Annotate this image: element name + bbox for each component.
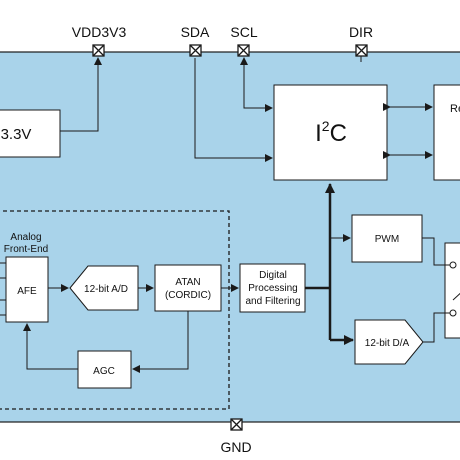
scl-line	[243, 58, 273, 112]
scl-arrowhead	[240, 57, 248, 65]
registers-block	[433, 84, 460, 181]
output-switch-block	[444, 242, 460, 339]
afe-input-lines	[0, 262, 6, 316]
gnd-pin-label: GND	[220, 439, 251, 455]
sda-pin-connector	[189, 44, 202, 57]
afe-group-title-line1: Analog	[10, 232, 41, 243]
atan-label-line2: (CORDIC)	[165, 290, 211, 301]
agc-block	[77, 350, 132, 389]
afe-group-title-line2: Front-End	[4, 244, 48, 255]
atan-to-agc-line	[132, 311, 189, 373]
dsp-label-line3: and Filtering	[245, 296, 300, 307]
gnd-pin-connector	[230, 418, 243, 431]
ldo-to-vdd-line	[60, 57, 102, 132]
ldo-block	[0, 109, 61, 158]
atan-block	[154, 264, 222, 312]
dsp-label-line2: Processing	[248, 283, 297, 294]
dac-label: 12-bit D/A	[365, 338, 410, 349]
i2c-label: I2C	[315, 118, 347, 147]
vdd-pin-connector	[92, 44, 105, 57]
adc-label: 12-bit A/D	[84, 284, 128, 295]
pwm-to-switch-line	[422, 237, 450, 266]
dir-pin-connector	[355, 44, 368, 57]
agc-to-afe-line	[23, 323, 78, 370]
ldo-label: 3.3V	[1, 126, 32, 143]
pwm-label: PWM	[375, 234, 399, 245]
agc-label: AGC	[93, 366, 115, 377]
scl-pin-label: SCL	[230, 24, 257, 40]
afe-label: AFE	[17, 286, 37, 297]
vdd-pin-label: VDD3V3	[72, 24, 127, 40]
scl-pin-connector	[237, 44, 250, 57]
sda-pin-label: SDA	[181, 24, 210, 40]
pwm-block	[351, 214, 423, 263]
afe-block	[5, 256, 49, 323]
i2c-block	[273, 84, 388, 181]
analog-front-end-group	[0, 210, 230, 410]
registers-label: Re	[450, 103, 460, 115]
dac-block	[354, 319, 424, 365]
dac-to-switch-line	[423, 312, 450, 343]
dsp-label-line1: Digital	[259, 270, 287, 281]
dir-pin-label: DIR	[349, 24, 373, 40]
atan-label-line1: ATAN	[175, 277, 200, 288]
sda-line	[194, 58, 273, 162]
